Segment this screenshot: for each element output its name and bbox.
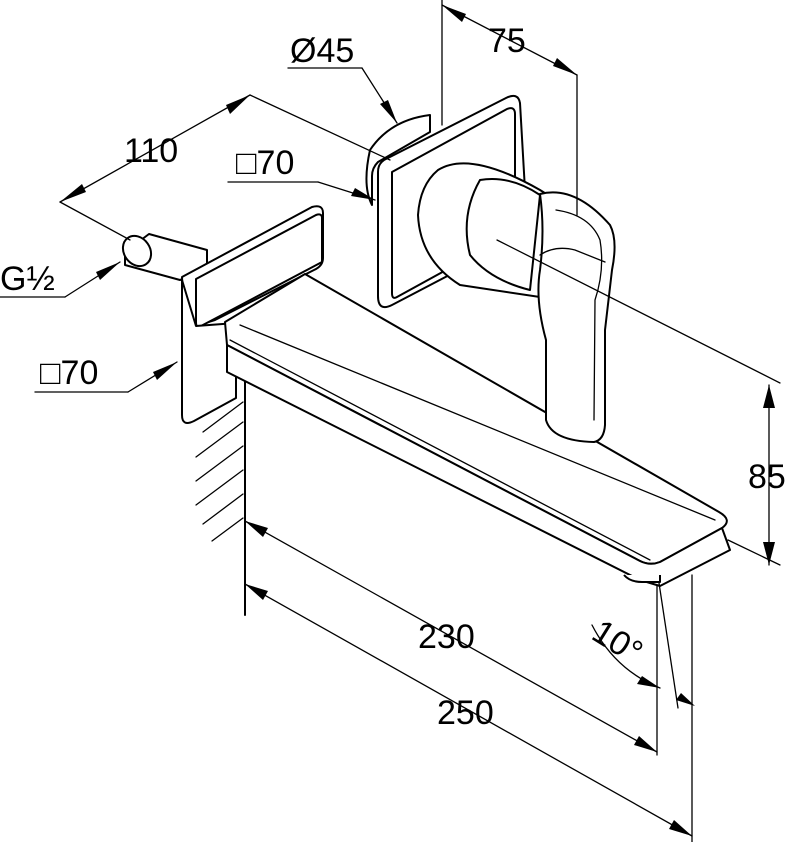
label-rosette: Ø45 xyxy=(290,32,354,70)
dimension-250: 250 xyxy=(244,574,693,842)
label-thread: G½ xyxy=(0,260,55,298)
dimension-110: 110 xyxy=(59,94,391,241)
label-rear-plate: □70 xyxy=(40,354,98,392)
handle xyxy=(417,162,616,443)
label-110: 110 xyxy=(124,132,178,170)
connection-pipe xyxy=(121,233,208,281)
dimension-85: 85 xyxy=(496,239,786,566)
label-85: 85 xyxy=(748,458,786,496)
dimension-75: 75 xyxy=(441,0,578,216)
dimension-thread: G½ xyxy=(0,260,121,298)
rosette xyxy=(365,114,431,206)
rear-wall-plate xyxy=(181,205,324,424)
label-front-plate: □70 xyxy=(236,144,294,182)
label-230: 230 xyxy=(418,618,475,656)
label-250: 250 xyxy=(437,694,494,732)
dimension-angle: 10° xyxy=(586,582,695,709)
label-75: 75 xyxy=(488,22,526,60)
dimension-rosette: Ø45 xyxy=(287,32,398,124)
wall xyxy=(195,379,246,616)
dimension-230: 230 xyxy=(244,520,658,756)
spout xyxy=(224,273,731,587)
label-angle: 10° xyxy=(586,612,650,671)
dimension-front-plate: □70 xyxy=(227,144,376,201)
dimension-rear-plate: □70 xyxy=(34,354,178,393)
